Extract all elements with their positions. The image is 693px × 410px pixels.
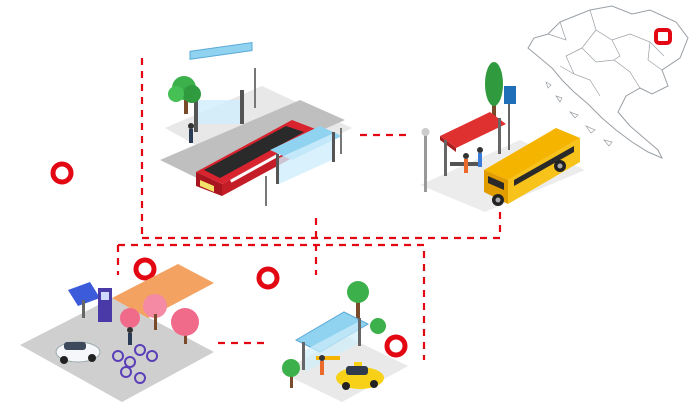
school-bus-icon — [484, 128, 580, 206]
tree-icon — [168, 76, 201, 114]
bike-kiosk-icon — [98, 288, 112, 322]
bus-stop-illustration — [420, 62, 585, 212]
location-marker-icon — [654, 28, 672, 45]
bicycle-rack-icon — [112, 344, 158, 384]
shelter-roof — [189, 42, 253, 60]
taxi-icon — [336, 362, 384, 390]
ring-marker — [50, 161, 74, 185]
tram-stop-illustration — [160, 42, 352, 206]
croatia-map-icon — [527, 5, 689, 159]
taxi-shelter-illustration — [280, 281, 408, 402]
connector-line — [142, 210, 502, 240]
shelter-icon — [294, 311, 370, 372]
bus-stop-sign-icon — [504, 86, 516, 150]
bike-station-illustration — [20, 264, 214, 402]
ring-marker — [384, 334, 408, 358]
solar-panel-icon — [68, 282, 100, 318]
ring-marker — [256, 266, 280, 290]
tree-icon — [485, 62, 503, 122]
ring-marker — [133, 257, 157, 281]
pink-tree-icon — [120, 294, 199, 344]
tree-icon — [282, 281, 386, 388]
connector-line — [118, 243, 426, 360]
connector-lines — [116, 58, 502, 360]
car-icon — [55, 341, 101, 364]
shelter-icon — [270, 126, 342, 184]
